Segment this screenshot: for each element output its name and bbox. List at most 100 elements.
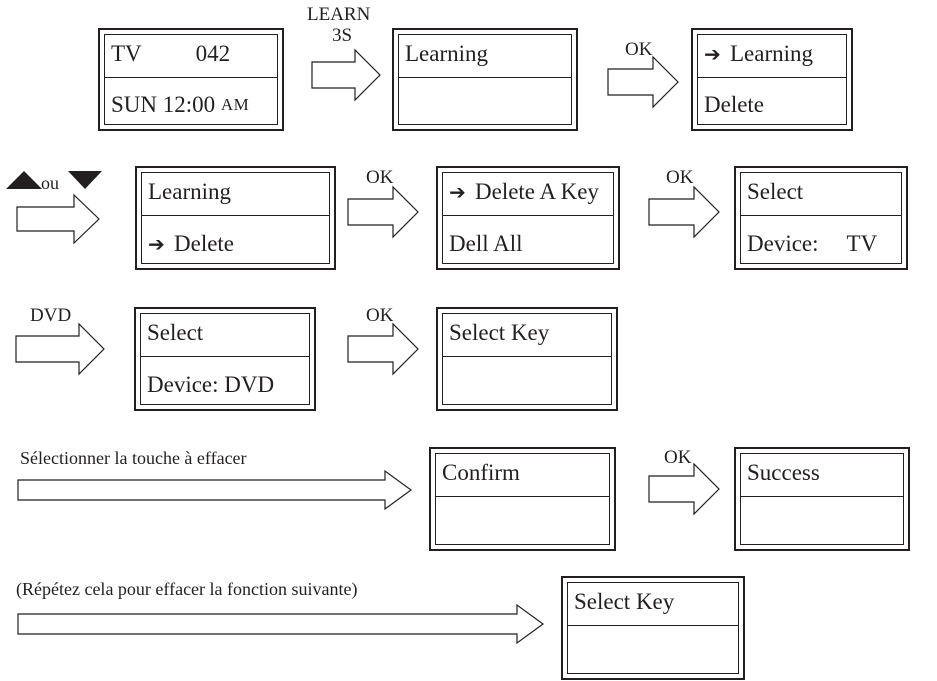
lcd-line-2: Device: DVD [147, 370, 307, 400]
lcd-line-1: ➔ Learning [704, 39, 844, 69]
menu-text-delete-a-key: Delete A Key [475, 179, 599, 204]
lcd-screen-delete-options: ➔ Delete A Key Dell All [436, 166, 620, 270]
menu-text-select: Select [147, 320, 204, 345]
lcd-line-2 [574, 639, 736, 669]
lcd-line-2: Delete [704, 90, 844, 120]
lcd-inner-frame: Learning [398, 34, 572, 125]
lcd-line-2: Device: TV [747, 229, 899, 259]
menu-text-device: Device: [747, 231, 819, 256]
lcd-screen-select-key: Select Key [436, 307, 618, 411]
lcd-line-1: Select Key [449, 318, 609, 348]
menu-text-select: Select [747, 179, 804, 204]
am-pm-text: AM [220, 95, 250, 114]
instruction-select-key-label: Sélectionner la touche à effacer [20, 448, 247, 468]
ok-label: OK [664, 447, 692, 468]
menu-text-delete: Delete [174, 231, 235, 256]
lcd-inner-frame: Learning ➔ Delete [141, 172, 330, 264]
arrow-right-icon [17, 603, 545, 645]
ok-label: OK [666, 167, 694, 188]
instruction-repeat-label: (Répétez cela pour effacer la fonction s… [16, 579, 358, 599]
menu-text-device-dvd: Device: DVD [147, 372, 275, 397]
ok-label: OK [366, 167, 394, 188]
lcd-divider [436, 496, 609, 497]
lcd-divider [105, 77, 277, 78]
lcd-divider [741, 215, 901, 216]
lcd-line-1: Select [147, 318, 307, 348]
arrow-right-icon [311, 48, 381, 102]
lcd-screen-select-device-dvd: Select Device: DVD [134, 307, 316, 411]
lcd-line-1: ➔ Delete A Key [449, 177, 611, 207]
lcd-divider [443, 356, 611, 357]
menu-text-select-key: Select Key [574, 589, 675, 614]
ok-label: OK [366, 305, 394, 326]
lcd-inner-frame: Select Device: DVD [140, 313, 310, 405]
hold-duration-label: 3S [332, 25, 353, 46]
menu-text-device-tv: TV [846, 231, 878, 256]
lcd-screen-menu-learning-selected: ➔ Learning Delete [691, 28, 853, 131]
arrow-right-icon [16, 193, 100, 245]
lcd-inner-frame: Select Key [567, 582, 739, 674]
arrow-right-icon [347, 322, 419, 376]
up-arrow-key-icon [6, 171, 42, 189]
menu-text-confirm: Confirm [442, 460, 520, 485]
lcd-inner-frame: Success [740, 453, 904, 545]
lcd-inner-frame: ➔ Delete A Key Dell All [442, 172, 614, 264]
lcd-line-2 [405, 90, 569, 120]
learn-label: LEARN [307, 4, 371, 25]
down-arrow-key-icon [68, 171, 102, 189]
arrow-right-icon [15, 322, 105, 376]
lcd-divider [399, 77, 571, 78]
pointer-arrow-icon: ➔ [449, 181, 466, 204]
lcd-screen-menu-delete-selected: Learning ➔ Delete [135, 166, 336, 270]
lcd-line-2 [442, 510, 607, 540]
arrow-right-icon [607, 55, 679, 109]
lcd-inner-frame: ➔ Learning Delete [697, 34, 847, 125]
lcd-line-1: Confirm [442, 458, 607, 488]
arrow-right-icon [648, 185, 720, 239]
clock-text: SUN 12:00 [111, 92, 216, 117]
menu-text-learning: Learning [730, 41, 814, 66]
lcd-inner-frame: TV 042 SUN 12:00 AM [104, 34, 278, 125]
lcd-screen-select-key-repeat: Select Key [561, 576, 745, 680]
ok-label: OK [625, 39, 653, 60]
menu-text-learning: Learning [148, 179, 232, 204]
lcd-line-2: SUN 12:00 AM [111, 90, 275, 120]
lcd-divider [141, 356, 309, 357]
pointer-arrow-icon: ➔ [704, 43, 721, 66]
menu-text-learning: Learning [405, 41, 489, 66]
lcd-line-2 [449, 370, 609, 400]
lcd-inner-frame: Select Key [442, 313, 612, 405]
arrow-right-icon [17, 469, 413, 511]
lcd-divider [698, 77, 846, 78]
lcd-screen-success: Success [734, 447, 910, 551]
lcd-line-2: Dell All [449, 229, 611, 259]
lcd-inner-frame: Confirm [435, 453, 610, 545]
arrow-right-icon [648, 462, 720, 516]
lcd-screen-confirm: Confirm [429, 447, 616, 551]
menu-text-select-key: Select Key [449, 320, 550, 345]
lcd-line-1: TV 042 [111, 39, 275, 69]
lcd-divider [568, 625, 738, 626]
lcd-line-2: ➔ Delete [148, 229, 327, 259]
lcd-divider [142, 215, 329, 216]
dvd-key-label: DVD [30, 305, 72, 326]
lcd-divider [443, 215, 613, 216]
or-label: ou [41, 173, 59, 193]
lcd-line-1: Success [747, 458, 901, 488]
lcd-line-1: Learning [405, 39, 569, 69]
pointer-arrow-icon: ➔ [148, 233, 165, 256]
menu-text-dell-all: Dell All [449, 231, 523, 256]
lcd-line-2 [747, 510, 901, 540]
lcd-line-1: Learning [148, 177, 327, 207]
menu-text-delete: Delete [704, 92, 765, 117]
device-code: 042 [195, 41, 231, 66]
device-name: TV [111, 41, 142, 66]
lcd-line-1: Select Key [574, 587, 736, 617]
menu-text-success: Success [747, 460, 820, 485]
lcd-screen-learning: Learning [392, 28, 578, 131]
lcd-screen-select-device-tv: Select Device: TV [734, 166, 908, 270]
lcd-inner-frame: Select Device: TV [740, 172, 902, 264]
lcd-screen-home: TV 042 SUN 12:00 AM [98, 28, 284, 131]
lcd-divider [741, 496, 903, 497]
arrow-right-icon [347, 185, 419, 239]
